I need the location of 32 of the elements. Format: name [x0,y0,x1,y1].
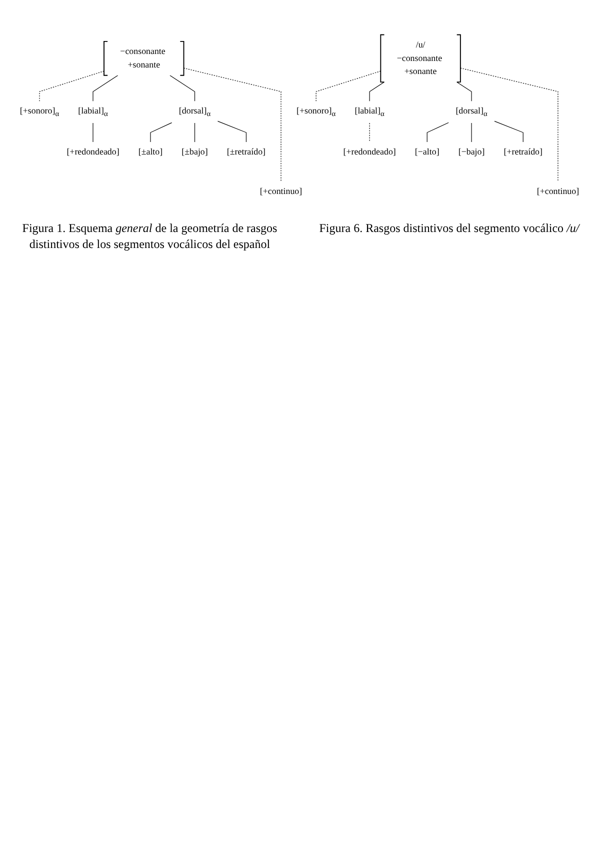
connector [194,122,196,142]
node-text: [+continuo] [260,186,302,197]
connector [183,68,282,182]
node-text: [+redondeado] [343,147,396,157]
connector [456,82,472,102]
node-text: [+sonoro]$_{α}$ [296,106,336,118]
connector [39,70,104,102]
node-text: [+redondeado] [66,147,120,157]
node-text: [±alto] [138,147,163,157]
connector [426,122,449,142]
connector [494,120,524,142]
node-text: [+sonoro]$_{α}$ [20,106,60,118]
connector [369,82,384,102]
node-text: [−bajo] [458,147,485,157]
connector [217,120,247,142]
connector [460,68,558,182]
node-text: [±retraído] [226,147,266,157]
node-text: [labial]$_{α}$ [78,106,108,118]
node-text: [+retraído] [504,147,542,157]
node-text: [dorsal]$_{α}$ [456,106,488,118]
node-text: [+continuo] [536,186,580,197]
node-text: [dorsal]$_{α}$ [178,106,211,118]
connector [369,122,370,142]
connector [150,122,172,142]
node-text: [±bajo] [182,147,208,157]
connector [92,75,118,102]
node-text: [−alto] [414,147,440,157]
figure-caption: Figura 6. Rasgos distintivos del segmento vocálico /u/ [318,220,581,237]
connector [316,70,381,102]
node-text: [labial]$_{α}$ [354,106,384,118]
figure-caption: Figura 1. Esquema general de la geometría de rasgos distintivos de los segmentos vocálicos del español [21,220,278,252]
connector [170,75,196,102]
